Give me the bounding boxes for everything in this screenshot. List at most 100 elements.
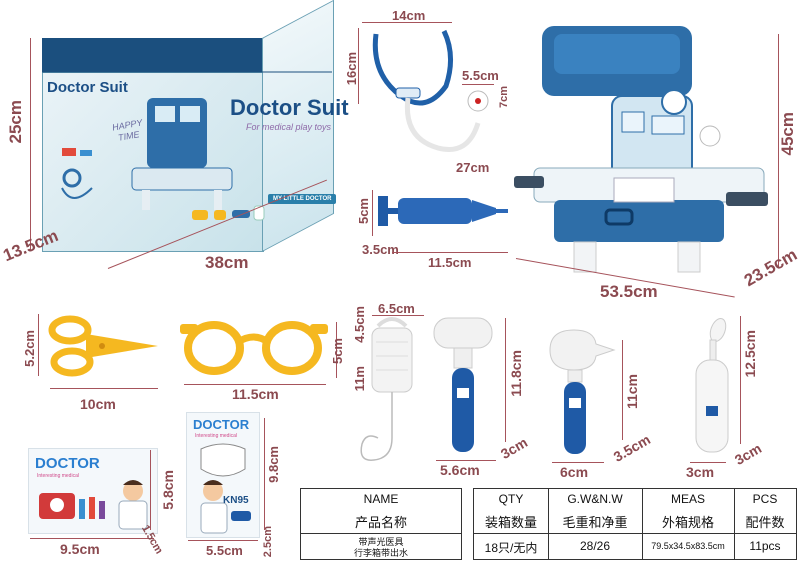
iv-width-line xyxy=(372,315,424,316)
otoscope-width-label: 6cm xyxy=(560,464,589,480)
mask-card-height-label: 9.8cm xyxy=(266,446,281,483)
otoscope-image xyxy=(549,329,616,454)
syringe-image xyxy=(378,196,508,226)
hammer-depth-label: 3cm xyxy=(497,434,531,462)
scissors-width-label: 10cm xyxy=(80,396,116,412)
box-brand: Doctor Suit xyxy=(230,95,349,120)
hammer-width-label: 5.6cm xyxy=(440,462,480,478)
playset-width-label: 53.5cm xyxy=(600,282,658,301)
mask-card-width-label: 5.5cm xyxy=(206,543,243,558)
glasses-width-label: 11.5cm xyxy=(232,386,279,402)
mask-card-title: DOCTOR xyxy=(193,417,250,432)
playset-height-line xyxy=(778,34,779,268)
doctor-card-title: DOCTOR xyxy=(35,455,100,472)
hammer-height-line xyxy=(505,318,506,442)
glasses-height-line xyxy=(336,322,337,378)
syringe-length-label: 11.5cm xyxy=(428,255,472,270)
table-col-weight: G.W&N.W 毛重和净重 28/26 xyxy=(548,489,643,559)
scissors-image xyxy=(48,315,158,377)
table-col-qty-en: QTY xyxy=(498,492,524,506)
syringe-tip-label: 3.5cm xyxy=(362,242,399,257)
playset-image xyxy=(514,26,768,273)
table-col-weight-en: G.W&N.W xyxy=(567,492,623,506)
mask-card-subtitle: Interesting medical xyxy=(195,433,237,439)
glasses-image xyxy=(180,321,328,375)
doctor-card: DOCTOR Interesting medical xyxy=(28,448,158,534)
mask-card-depth-label: 2.5cm xyxy=(262,526,274,558)
mask-card-width-line xyxy=(188,540,258,541)
thermo-height-label: 12.5cm xyxy=(742,330,758,378)
playset-height-label: 45cm xyxy=(778,112,797,156)
table-col-meas-en: MEAS xyxy=(670,492,705,506)
table-product-line2: 行李箱带出水 xyxy=(353,548,408,558)
steth-head-label: 5.5cm xyxy=(462,68,499,83)
hammer-height-label: 11.8cm xyxy=(508,350,524,397)
table-col-pcs-value: 11pcs xyxy=(749,539,781,553)
otoscope-depth-label: 3.5cm xyxy=(610,431,654,465)
mask-card: DOCTOR Interesting medical KN95 xyxy=(186,412,260,538)
mask-card-height-line xyxy=(264,418,265,530)
steth-width-line xyxy=(362,22,452,23)
table-col-meas-cn: 外箱规格 xyxy=(661,515,714,530)
mask-card-art xyxy=(200,443,251,534)
iv-width-label: 6.5cm xyxy=(378,301,415,316)
box-artwork xyxy=(42,71,332,221)
table-col-qty: QTY 装箱数量 18只/无内 xyxy=(474,489,549,559)
doctor-card-subtitle: Interesting medical xyxy=(37,473,79,479)
steth-width-label: 14cm xyxy=(392,8,426,23)
table-name-cn: 产品名称 xyxy=(354,515,407,530)
otoscope-height-line xyxy=(622,340,623,440)
info-table-name: NAME 产品名称 带声光医具 行李箱带出水 xyxy=(300,488,462,560)
otoscope-height-label: 11cm xyxy=(624,374,640,410)
box-tagline: For medical play toys xyxy=(246,122,332,132)
thermo-width-line xyxy=(690,462,726,463)
glasses-height-label: 5cm xyxy=(330,338,345,365)
table-col-pcs-en: PCS xyxy=(752,492,778,506)
steth-head-h-label: 7cm xyxy=(498,86,510,109)
table-divider xyxy=(474,533,796,534)
doctor-card-height-line xyxy=(150,450,151,530)
table-product-line1: 带声光医具 xyxy=(358,537,404,547)
table-col-weight-value: 28/26 xyxy=(579,539,611,553)
steth-tube-label: 27cm xyxy=(456,160,490,175)
hammer-width-line xyxy=(436,460,496,461)
doctor-card-width-line xyxy=(30,538,154,539)
table-col-pcs-cn: 配件数 xyxy=(745,515,785,530)
box-ribbon: MY LITTLE DOCTOR xyxy=(268,194,337,204)
doctor-card-width-label: 9.5cm xyxy=(60,541,100,557)
steth-height-label: 16cm xyxy=(344,52,359,86)
otoscope-width-line xyxy=(552,462,604,463)
box-brand-side: Doctor Suit xyxy=(47,79,128,96)
mask-card-kn95: KN95 xyxy=(223,495,249,506)
thermo-depth-label: 3cm xyxy=(731,440,765,468)
scissors-height-label: 5.2cm xyxy=(22,330,37,367)
glasses-width-line xyxy=(184,384,326,385)
table-col-qty-value: 18只/无内 xyxy=(484,541,538,555)
table-col-qty-cn: 装箱数量 xyxy=(484,515,537,530)
thermo-height-line xyxy=(740,316,741,444)
table-name-en: NAME xyxy=(363,492,399,506)
box-height-label: 25cm xyxy=(6,100,25,144)
doctor-card-height-label: 5.8cm xyxy=(160,470,176,510)
thermo-width-label: 3cm xyxy=(686,464,715,480)
scissors-width-line xyxy=(50,388,158,389)
doctor-card-depth-label: 1.5cm xyxy=(139,523,165,557)
syringe-height-label: 5cm xyxy=(356,198,371,225)
thermometer-image xyxy=(695,317,729,453)
stethoscope-image xyxy=(372,29,489,152)
syringe-length-line xyxy=(392,252,508,253)
table-col-weight-cn: 毛重和净重 xyxy=(562,515,628,530)
steth-head-line xyxy=(462,84,494,85)
iv-bag-image xyxy=(360,317,413,461)
steth-height-line xyxy=(358,28,359,104)
table-col-pcs: PCS 配件数 11pcs xyxy=(734,489,797,559)
table-col-meas: MEAS 外箱规格 79.5x34.5x83.5cm xyxy=(642,489,735,559)
table-col-meas-value: 79.5x34.5x83.5cm xyxy=(651,541,725,551)
doctor-card-art xyxy=(39,480,148,530)
hammer-image xyxy=(433,317,493,452)
box-height-line xyxy=(30,38,31,250)
box-width-label: 38cm xyxy=(205,253,249,272)
scissors-height-line xyxy=(38,314,39,376)
info-table: QTY 装箱数量 18只/无内 G.W&N.W 毛重和净重 28/26 MEAS… xyxy=(473,488,797,560)
syringe-height-line xyxy=(372,190,373,236)
